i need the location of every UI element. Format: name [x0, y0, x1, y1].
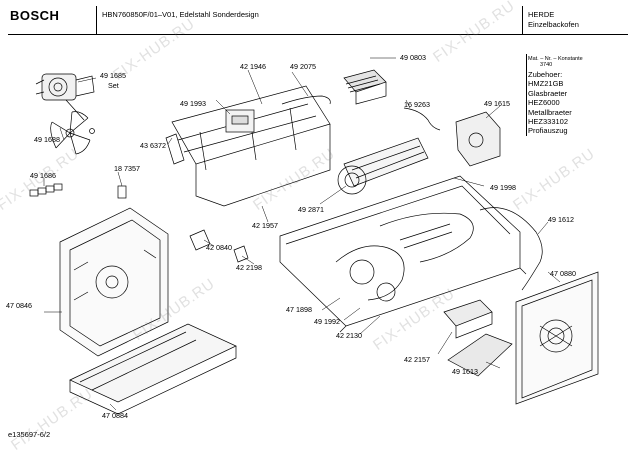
heating-element [479, 207, 543, 291]
accessory-line: HEZ333102 [528, 117, 569, 127]
callout-421946: 42 1946 [240, 62, 266, 71]
callout-491998: 49 1998 [490, 183, 516, 192]
clip [189, 229, 211, 251]
electronic-module [443, 299, 493, 339]
fan-nut [89, 128, 95, 134]
cable-harness [281, 95, 331, 105]
accessory-line: Metallbraeter [528, 107, 572, 117]
thermostat-sensor [117, 185, 127, 199]
mat-value: 3740 [540, 62, 553, 68]
callout-169263: 16 9263 [404, 100, 430, 109]
callout-491685: 49 1685 [100, 71, 126, 80]
callout-420840: 42 0840 [206, 243, 232, 252]
accessory-line: Glasbraeter [528, 88, 568, 98]
callout-470884: 47 0884 [102, 411, 128, 420]
model-title: HBN760850F/01–V01, Edelstahl Sonderdesig… [102, 10, 259, 19]
callout-491688: 49 1688 [34, 135, 60, 144]
fan-wheel [50, 111, 91, 155]
accessory-line: HEZ6000 [528, 98, 560, 108]
callout-470880: 47 0880 [550, 269, 576, 278]
callout-470846: 47 0846 [6, 301, 32, 310]
door-lock-module [455, 111, 501, 167]
accessory-list: Zubehoer: HMZ21GB Glasbraeter HEZ6000 Me… [528, 70, 572, 136]
accessory-line: Profiauszug [528, 126, 568, 136]
callout-421957: 42 1957 [252, 221, 278, 230]
mat-label: Mat. – Nr. – Konstante [528, 56, 583, 62]
door-trim [69, 323, 237, 415]
fan-motor-set [35, 73, 95, 121]
callout-187357: 18 7357 [114, 164, 140, 173]
callout-490803: 49 0803 [400, 53, 426, 62]
callout-436372: 43 6372 [140, 141, 166, 150]
control-module [225, 109, 255, 133]
tangential-fan [337, 137, 429, 195]
leader-lines [43, 57, 561, 411]
side-panel-rule [526, 54, 527, 136]
rear-panel [59, 207, 169, 357]
brand-logo: BOSCH [10, 8, 60, 23]
callout-422198: 42 2198 [236, 263, 262, 272]
bracket [165, 133, 185, 165]
callout-491612: 49 1612 [548, 215, 574, 224]
category-label: HERDE [528, 10, 555, 19]
heat-sink [343, 69, 387, 105]
callout-491686: 49 1686 [30, 171, 56, 180]
sensor-cable [403, 107, 441, 131]
callout-491615: 49 1615 [484, 99, 510, 108]
callout-491613: 49 1613 [452, 367, 478, 376]
accessory-line: Zubehoer: [528, 70, 563, 79]
header-separator-2 [522, 6, 523, 34]
oven-muffle [279, 175, 527, 333]
callout-set: Set [108, 81, 119, 90]
side-panel [515, 271, 599, 405]
callout-491993: 49 1993 [180, 99, 206, 108]
callout-471898: 47 1898 [286, 305, 312, 314]
callout-422157: 42 2157 [404, 355, 430, 364]
diagram-code: e135697-6/2 [8, 430, 51, 439]
subcategory-label: Einzelbackofen [528, 20, 579, 29]
lamp-holder-set [29, 183, 63, 197]
reflector [447, 333, 513, 377]
header-divider [8, 34, 628, 35]
callout-491992: 49 1992 [314, 317, 340, 326]
callout-492075: 49 2075 [290, 62, 316, 71]
callout-492871: 49 2871 [298, 205, 324, 214]
callout-422130: 42 2130 [336, 331, 362, 340]
accessory-line: HMZ21GB [528, 79, 564, 89]
hinge-clip [233, 245, 249, 263]
header-separator-1 [96, 6, 97, 34]
